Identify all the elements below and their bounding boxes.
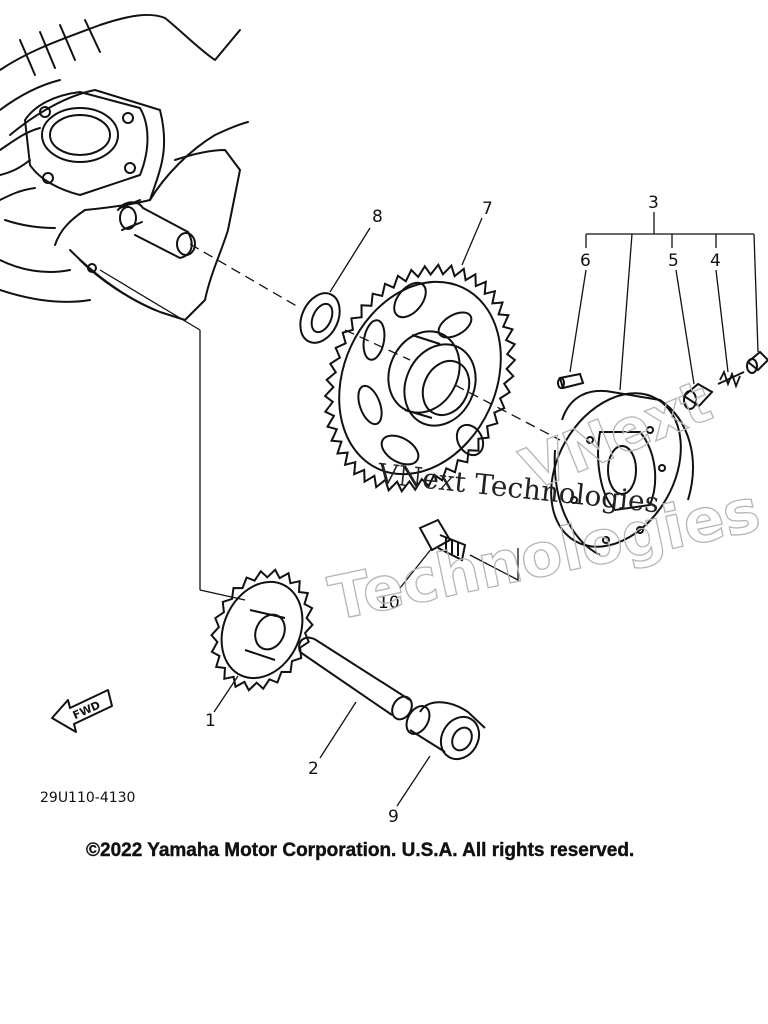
callout-4: 4 (710, 251, 721, 271)
callout-labels: 8 7 3 6 5 4 10 1 2 9 (205, 193, 721, 827)
part-6-pin (557, 372, 585, 390)
callout-10: 10 (378, 593, 400, 613)
part-5-roller (682, 382, 714, 410)
callout-9: 9 (388, 807, 399, 827)
gear-teeth (323, 262, 517, 494)
callout-7: 7 (482, 199, 493, 219)
watermark: VNext Technologies VNext Technologies (323, 366, 767, 635)
callout-8: 8 (372, 207, 383, 227)
part-4-cap (746, 350, 768, 374)
part-7-idler-gear (323, 262, 517, 494)
part-8-washer (299, 292, 341, 344)
callout-3: 3 (648, 193, 659, 213)
copyright-notice: ©2022 Yamaha Motor Corporation. U.S.A. A… (86, 840, 634, 861)
diagram-code: 29U110-4130 (40, 790, 135, 806)
callout-leaders (213, 212, 759, 807)
part-9-collar (405, 701, 486, 761)
part-3-starter-clutch (550, 390, 694, 556)
fwd-arrow-icon: FWD (51, 689, 113, 733)
callout-5: 5 (668, 251, 679, 271)
callout-1: 1 (205, 711, 216, 731)
part-4-spring (717, 369, 745, 389)
engine-crankcase (0, 13, 249, 321)
callout-2: 2 (308, 759, 319, 779)
gear-teeth (210, 568, 314, 692)
part-2-shaft (298, 636, 413, 721)
part-1-small-gear (210, 568, 314, 692)
part-10-bolt (418, 518, 467, 562)
callout-6: 6 (580, 251, 591, 271)
